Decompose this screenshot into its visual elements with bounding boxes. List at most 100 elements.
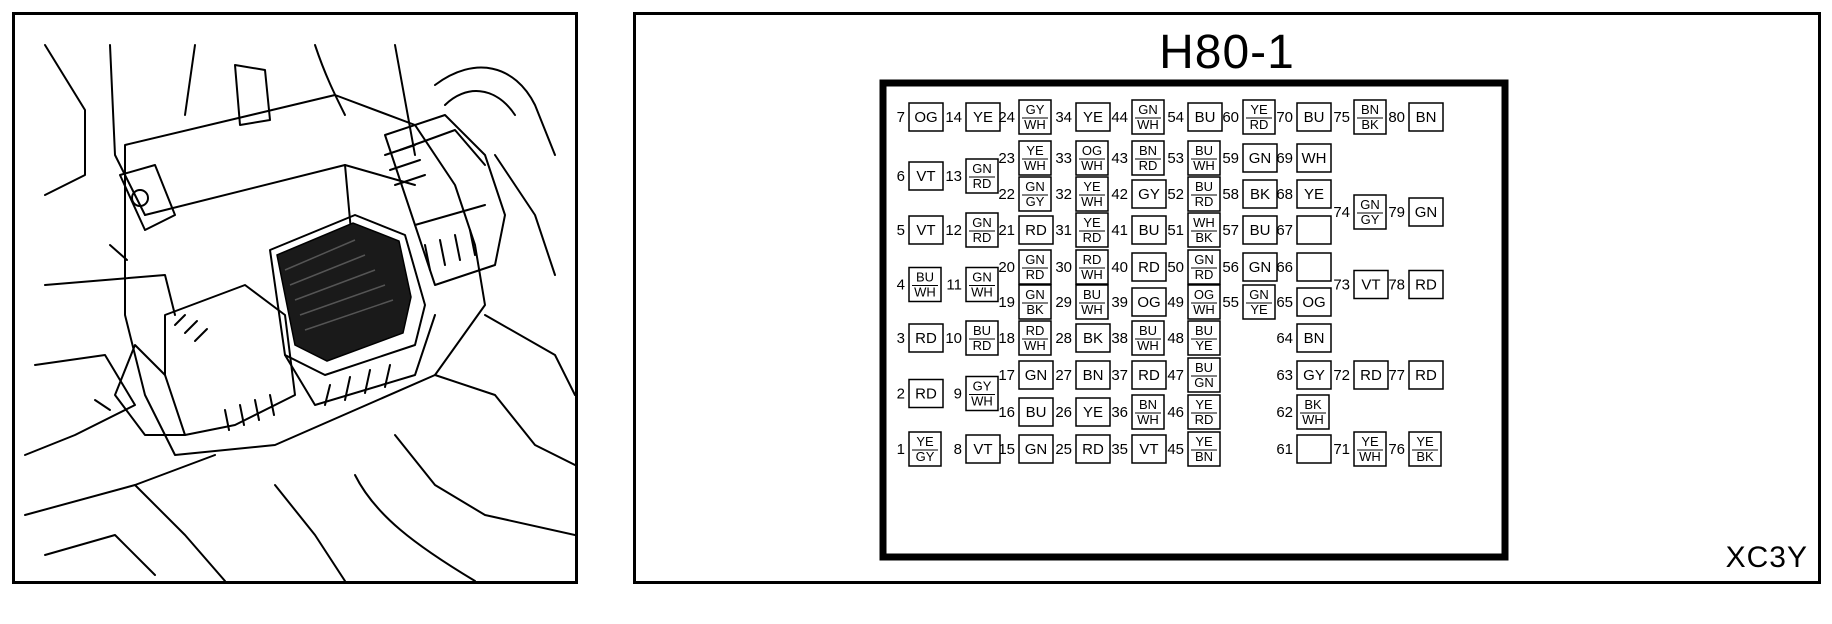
wire-color-label: GN: [972, 270, 992, 285]
wire-color-label: WH: [1137, 338, 1159, 353]
wire-color-label: WH: [1137, 412, 1159, 427]
pin-cavity: [1131, 360, 1167, 390]
connector-outline: [879, 79, 1509, 561]
wire-color-label: WH: [1193, 215, 1215, 230]
pin-number: 74: [1333, 204, 1350, 221]
pin-cavity: [908, 266, 942, 303]
pin-number: 39: [1111, 294, 1128, 311]
pin-cavity: [1353, 269, 1389, 300]
pin-cavity: [1187, 212, 1221, 248]
wire-color-label: BN: [1361, 102, 1379, 117]
wire-color-label: GN: [1194, 375, 1214, 390]
pin-cavity: [1075, 284, 1109, 320]
pin-cavity: [965, 434, 1001, 464]
pin-cavity: [1187, 249, 1221, 285]
pin-number: 42: [1111, 186, 1128, 203]
pin-cavity: [1408, 197, 1444, 227]
pin-cavity: [1187, 140, 1221, 176]
pin-number: 27: [1055, 367, 1072, 384]
pin-cavity: [1408, 102, 1444, 132]
pin-number: 63: [1276, 367, 1293, 384]
pin-67: 67: [1276, 215, 1332, 245]
wire-color-label: BN: [1304, 330, 1325, 347]
connector-location-drawing: [24, 44, 575, 581]
pin-cavity: [1018, 176, 1052, 212]
pin-cavity: [965, 158, 999, 194]
wire-color-label: RD: [973, 338, 992, 353]
wire-color-label: OG: [1082, 143, 1102, 158]
wire-color-label: BK: [1026, 302, 1044, 317]
pin-number: 59: [1222, 150, 1239, 167]
pin-number: 79: [1388, 204, 1405, 221]
wire-color-label: RD: [1138, 259, 1160, 276]
wire-color-label: WH: [1302, 412, 1324, 427]
wire-color-label: BU: [1195, 323, 1213, 338]
wire-color-label: YE: [1250, 102, 1268, 117]
pin-number: 13: [945, 168, 962, 185]
pin-number: 46: [1167, 404, 1184, 421]
wire-color-label: BU: [1250, 222, 1271, 239]
wire-color-label: RD: [1083, 230, 1102, 245]
pin-number: 20: [998, 259, 1015, 276]
pin-number: 17: [998, 367, 1015, 384]
wire-color-label: RD: [1026, 323, 1045, 338]
wire-color-label: BU: [1195, 179, 1213, 194]
pin-cavity: [1296, 287, 1332, 317]
wire-color-label: WH: [1302, 150, 1327, 167]
wire-color-label: WH: [1024, 338, 1046, 353]
pin-cavity: [1296, 102, 1332, 132]
pin-cavity: [1242, 215, 1278, 245]
pin-number: 19: [998, 294, 1015, 311]
pin-cavity: [908, 431, 942, 467]
wire-color-label: GN: [1194, 252, 1214, 267]
wire-color-label: RD: [1082, 441, 1104, 458]
pin-number: 7: [897, 109, 905, 126]
pin-number: 43: [1111, 150, 1128, 167]
pin-cavity: [965, 212, 999, 248]
pin-cavity: [965, 102, 1001, 132]
wire-color-label: GN: [1138, 102, 1158, 117]
pin-number: 64: [1276, 330, 1293, 347]
pin-cavity: [1187, 176, 1221, 212]
wire-color-label: BN: [1139, 143, 1157, 158]
wire-color-label: RD: [1025, 222, 1047, 239]
wire-color-label: BU: [916, 270, 934, 285]
pin-number: 68: [1276, 186, 1293, 203]
pin-number: 75: [1333, 109, 1350, 126]
wire-color-label: BK: [1083, 330, 1103, 347]
pin-number: 44: [1111, 109, 1128, 126]
wire-color-label: GY: [1026, 194, 1045, 209]
wire-color-label: WH: [1081, 158, 1103, 173]
pin-cavity: [1187, 102, 1223, 132]
wire-color-label: GN: [1025, 287, 1045, 302]
pin-cavity: [1353, 431, 1387, 467]
wire-color-label: YE: [1304, 186, 1324, 203]
pin-cavity: [1242, 99, 1276, 135]
wire-color-label: WH: [1193, 302, 1215, 317]
pin-number: 69: [1276, 150, 1293, 167]
pin-number: 55: [1222, 294, 1239, 311]
wire-color-label: VT: [1139, 441, 1158, 458]
pin-cavity: [965, 320, 999, 356]
pin-number: 47: [1167, 367, 1184, 384]
wire-color-label: RD: [1138, 367, 1160, 384]
